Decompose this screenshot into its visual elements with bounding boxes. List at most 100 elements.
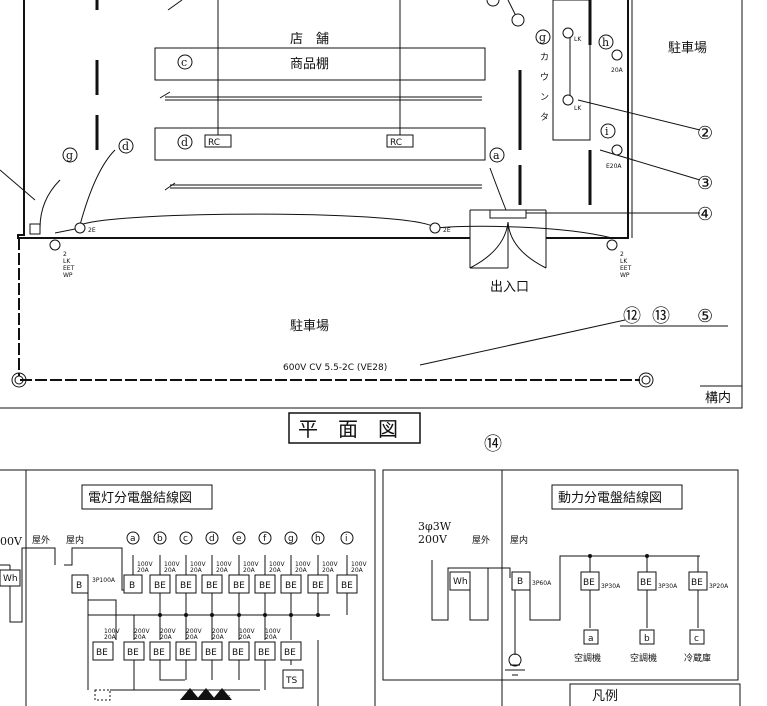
lighting-supply: 00V [0, 535, 23, 548]
parking-label-right: 駐車場 [668, 41, 707, 56]
parking-label-bottom: 駐車場 [290, 319, 329, 334]
outlet-spec-right-2: LK [620, 258, 628, 265]
branch-breaker-be: BE [180, 581, 192, 591]
callout-3: ③ [697, 173, 713, 194]
lower-breaker-be: BE [127, 648, 139, 658]
site-boundary [0, 0, 743, 409]
branch-letter-h: h [315, 534, 321, 544]
branch-breaker-be: BE [285, 581, 297, 591]
callout-2: ② [697, 123, 713, 144]
branch-rating-top: 100V [295, 561, 311, 568]
power-supply-phase: 3φ3W [418, 520, 452, 533]
store-label: 店 舗 [290, 32, 329, 47]
counter-char-3: ン [540, 93, 549, 103]
branch-breaker-be: BE [259, 581, 271, 591]
branch-rating-bottom: 20A [269, 567, 282, 574]
branch-letter-d: d [209, 534, 215, 544]
power-main-breaker: B [517, 577, 523, 587]
lower-rating-bottom: 20A [160, 634, 173, 641]
lighting-outdoor: 屋外 [32, 534, 50, 546]
callout-13: ⑬ [652, 306, 670, 327]
two-e-label-2: 2E [443, 227, 451, 234]
lk-label-2: LK [574, 105, 582, 112]
power-branch-load-3: 冷蔵庫 [684, 652, 711, 664]
power-outdoor: 屋外 [472, 534, 490, 546]
lower-rating-bottom: 20A [134, 634, 147, 641]
counter-char-1: カ [540, 52, 549, 63]
branch-rating-top: 100V [322, 561, 338, 568]
lower-breaker-be: BE [232, 648, 244, 658]
branch-rating-top: 100V [269, 561, 285, 568]
outlet-d-left: d [122, 140, 129, 153]
outlet-spec-left-4: WP [63, 272, 73, 279]
branch-rating-top: 100V [190, 561, 206, 568]
lower-breaker-be: BE [205, 648, 217, 658]
branch-breaker-be: BE [312, 581, 324, 591]
lower-breaker-be: BE [179, 648, 191, 658]
lower-breaker-be: BE [258, 648, 270, 658]
power-panel-frame [382, 469, 739, 681]
branch-breaker-be: BE [341, 581, 353, 591]
rc-label-2: RC [390, 138, 402, 148]
outlet-i: i [605, 125, 609, 138]
branch-letter-c: c [183, 534, 188, 544]
lighting-main-breaker: B [76, 581, 82, 591]
outlet-c: c [181, 56, 187, 69]
lighting-main-rating: 3P100A [92, 577, 116, 584]
outlet-g-counter: g [539, 31, 546, 44]
lower-rating-bottom: 20A [104, 634, 117, 641]
branch-rating-bottom: 20A [322, 567, 335, 574]
lower-breaker-be: BE [284, 648, 296, 658]
counter-char-4: タ [540, 112, 549, 123]
a20-label: 20A [611, 67, 624, 74]
e20a-label: E20A [606, 163, 622, 170]
shelf-1 [154, 47, 486, 81]
power-supply-voltage: 200V [418, 533, 448, 546]
outlet-a: a [493, 149, 500, 162]
branch-breaker-be: BE [206, 581, 218, 591]
callout-5: ⑤ [697, 306, 713, 327]
counter-char-2: ウ [540, 72, 549, 83]
branch-rating-bottom: 20A [164, 567, 177, 574]
entrance-label: 出入口 [490, 280, 529, 295]
lighting-branch-first: B [129, 581, 135, 591]
legend-box [569, 683, 741, 706]
outlet-g-left: g [66, 149, 73, 162]
branch-rating-bottom: 20A [295, 567, 308, 574]
power-branch-rating-2: 3P30A [658, 583, 678, 590]
callout-12: ⑫ [623, 306, 641, 327]
lower-rating-top: 100V [239, 628, 255, 635]
lighting-panel-frame [0, 469, 376, 706]
branch-breaker-be: BE [154, 581, 166, 591]
branch-rating-top: 100V [216, 561, 232, 568]
lower-rating-top: 200V [134, 628, 150, 635]
lower-rating-bottom: 20A [239, 634, 252, 641]
power-main-rating: 3P60A [532, 580, 552, 587]
callout-14: ⑭ [484, 434, 502, 455]
lower-rating-top: 100V [265, 628, 281, 635]
rc-label-1: RC [208, 138, 220, 148]
lower-rating-top: 200V [160, 628, 176, 635]
power-branch-box-1: BE [583, 578, 595, 588]
power-branch-load-1: 空調機 [574, 652, 601, 664]
branch-letter-i: i [345, 534, 348, 544]
outlet-spec-left-3: EET [63, 265, 75, 272]
outlet-spec-left-1: 2 [63, 251, 67, 258]
branch-rating-bottom: 20A [351, 567, 364, 574]
power-indoor: 屋内 [510, 534, 528, 546]
lower-rating-top: 100V [104, 628, 120, 635]
branch-rating-a-top: 100V [137, 561, 153, 568]
branch-rating-bottom: 20A [216, 567, 229, 574]
outlet-h: h [602, 36, 609, 49]
branch-rating-a-bottom: 20A [137, 567, 150, 574]
branch-rating-top: 100V [243, 561, 259, 568]
premises-label: 構内 [705, 390, 731, 406]
ts-label: TS [285, 676, 297, 686]
lk-label-1: LK [574, 36, 582, 43]
power-branch-box-2: BE [640, 578, 652, 588]
branch-letter-f: f [263, 534, 267, 544]
lighting-indoor: 屋内 [66, 534, 84, 546]
six-label: 6 [227, 695, 231, 702]
lower-rating-top: 200V [212, 628, 228, 635]
